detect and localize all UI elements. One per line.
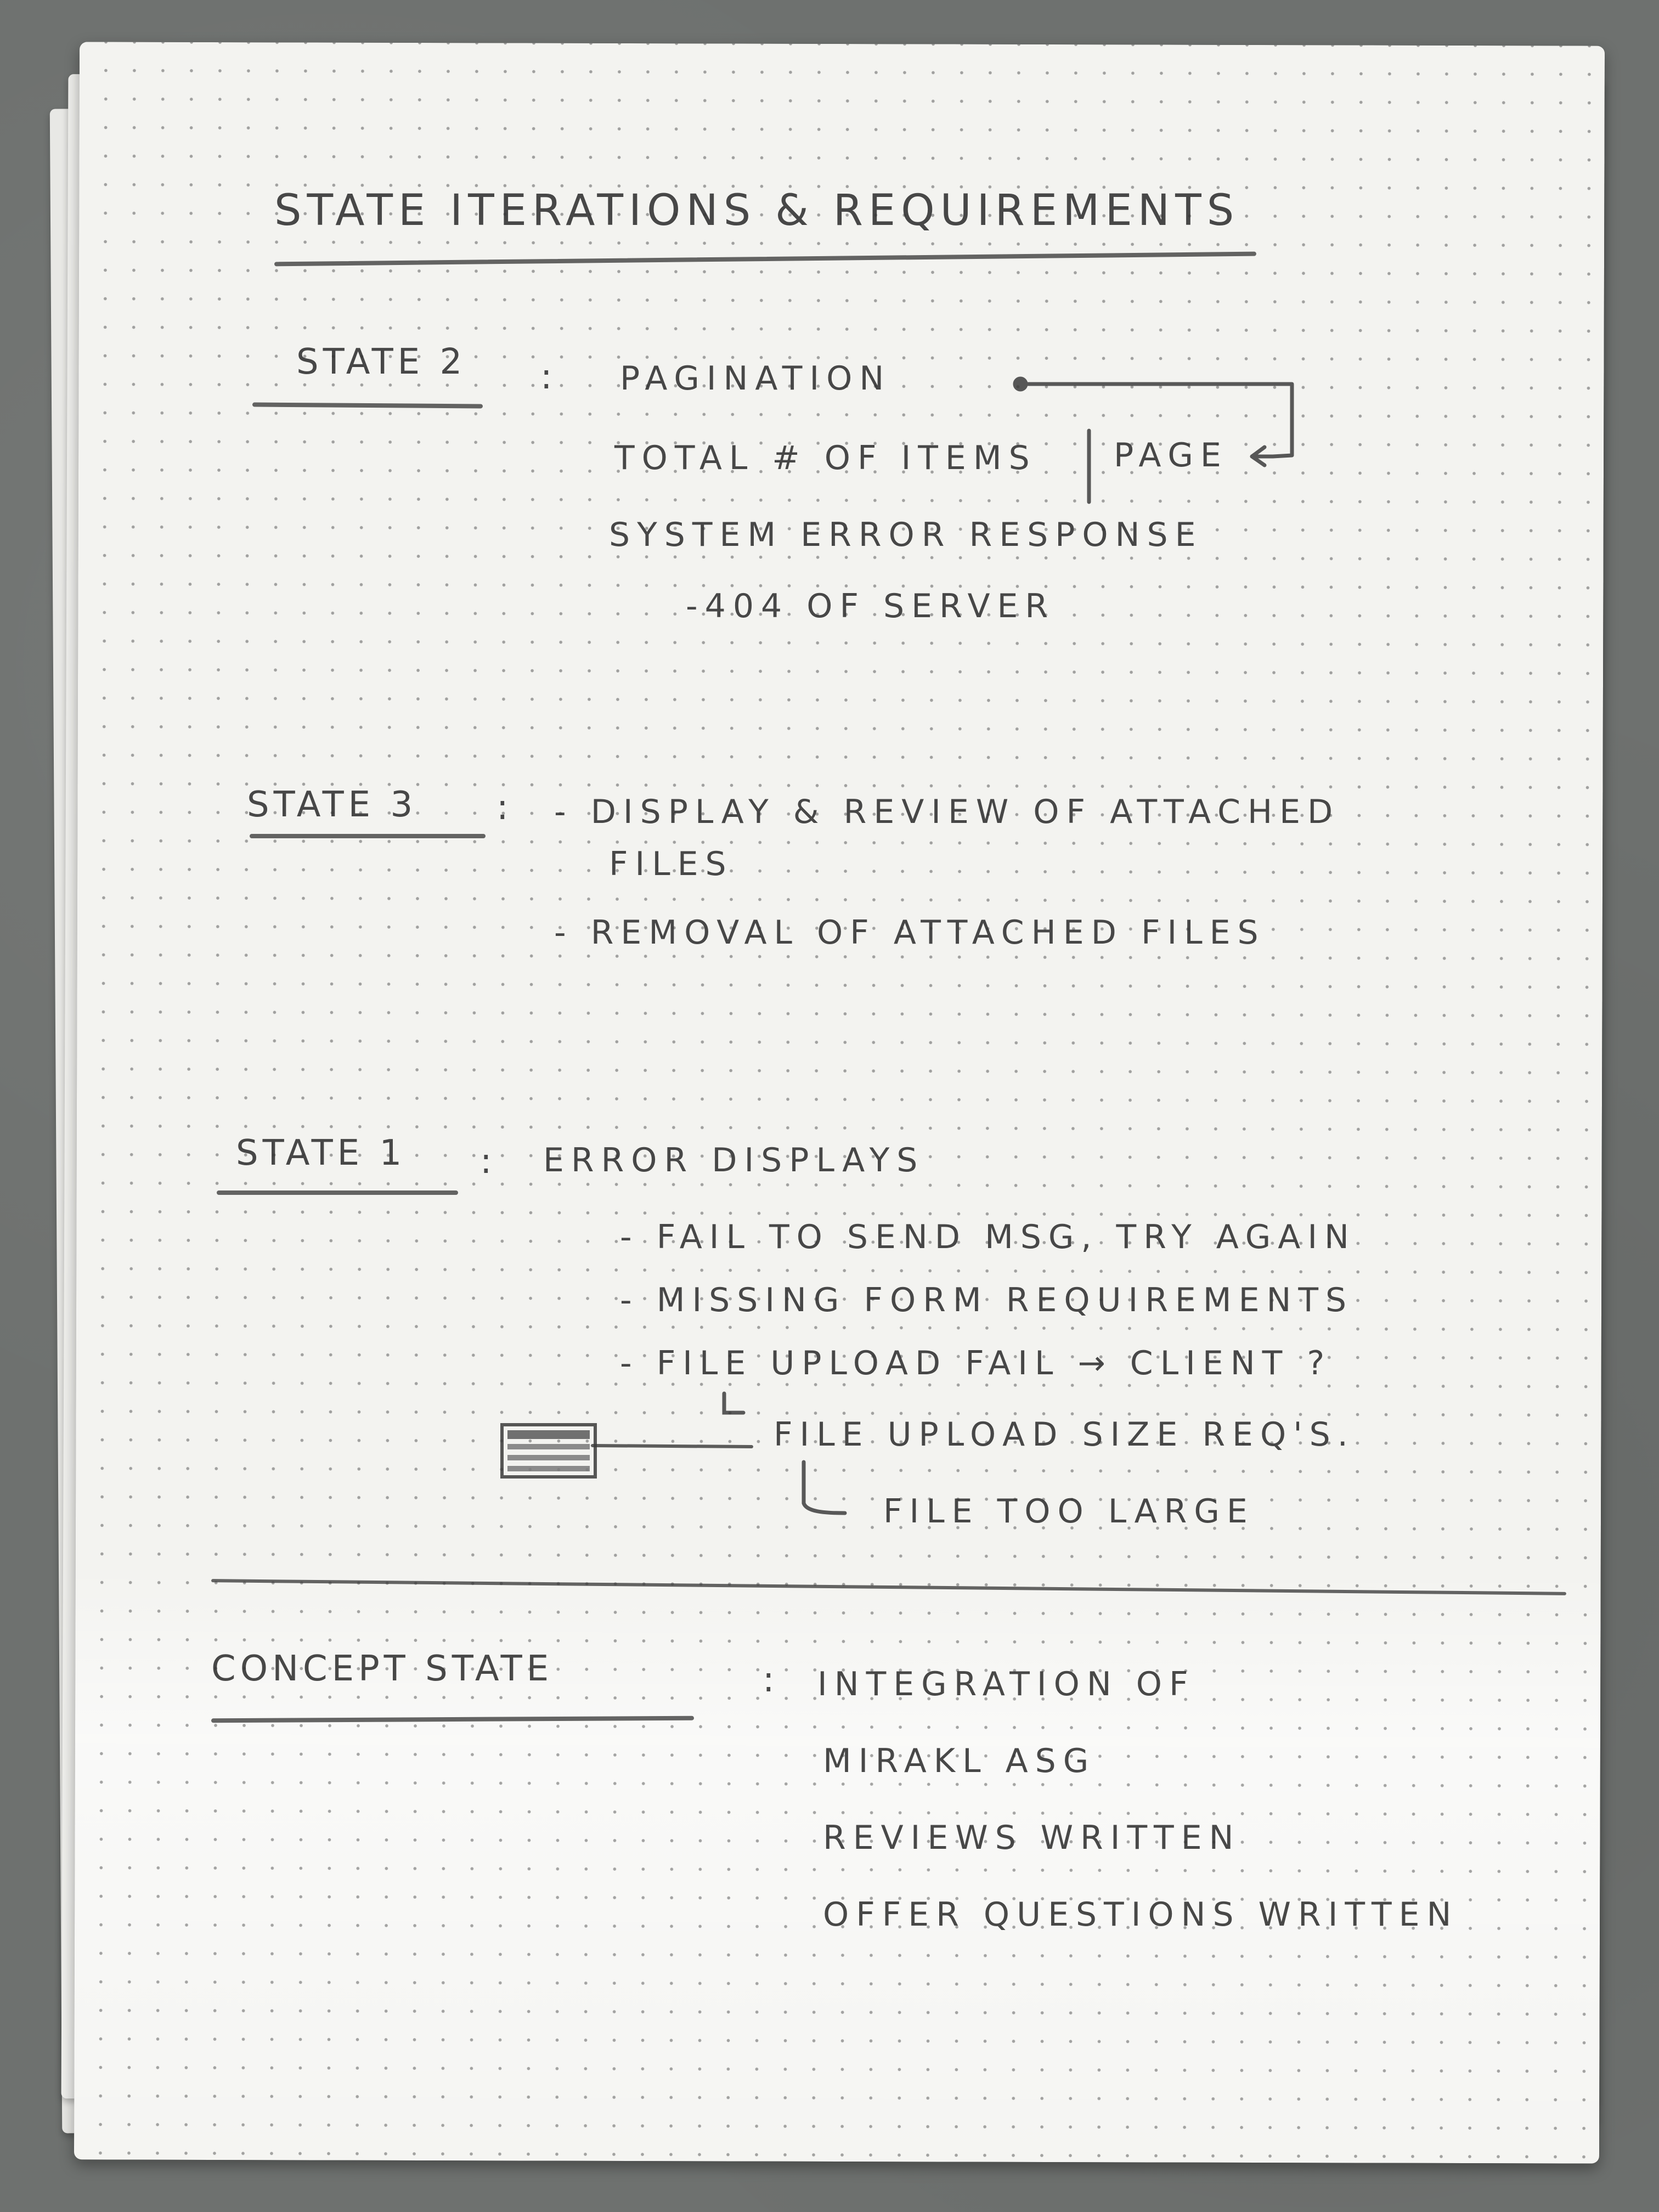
- state-2-item-total-items: Total # of Items: [614, 439, 1037, 477]
- state-3-underline: [250, 834, 486, 838]
- state-1-colon: :: [480, 1141, 496, 1182]
- state-2-item-page: Page: [1114, 436, 1228, 475]
- concept-state-label: Concept State: [211, 1649, 554, 1689]
- state-2-item-system-error: System Error Response: [609, 516, 1203, 554]
- state-2-item-pagination: Pagination: [620, 359, 891, 398]
- state-2-colon: :: [540, 357, 557, 397]
- concept-item-mirakl: Mirakl ASG: [823, 1742, 1096, 1780]
- state-1-underline: [217, 1190, 458, 1195]
- state-1-item-file-too-large: File Too Large: [883, 1492, 1255, 1531]
- state-1-item-missing-form: - Missing Form Requirements: [620, 1281, 1354, 1319]
- state-1-item-file-upload-fail: - File Upload Fail → Client ?: [620, 1344, 1332, 1383]
- page-title: State Iterations & Requirements: [274, 186, 1240, 235]
- concept-item-integration: Integration of: [817, 1665, 1195, 1703]
- state-1-item-file-size-reqs: File Upload Size Req's.: [774, 1415, 1355, 1454]
- state-3-item-files: Files: [609, 845, 733, 883]
- state-1-label: State 1: [236, 1133, 407, 1173]
- state-2-item-404: -404 of Server: [686, 587, 1056, 625]
- state-1-item-error-displays: Error Displays: [543, 1141, 925, 1180]
- state-3-colon: :: [496, 787, 513, 828]
- state-3-item-display-review: - Display & Review of Attached: [554, 793, 1340, 831]
- state-3-label: State 3: [247, 785, 417, 825]
- state-2-label: State 2: [296, 342, 467, 382]
- concept-state-colon: :: [763, 1660, 779, 1700]
- state-3-item-removal: - Removal of Attached Files: [554, 913, 1266, 952]
- concept-item-reviews: Reviews Written: [823, 1819, 1241, 1857]
- state-1-item-fail-to-send: - Fail to Send MSG, Try Again: [620, 1218, 1356, 1256]
- concept-item-offer-questions: Offer Questions Written: [823, 1895, 1459, 1934]
